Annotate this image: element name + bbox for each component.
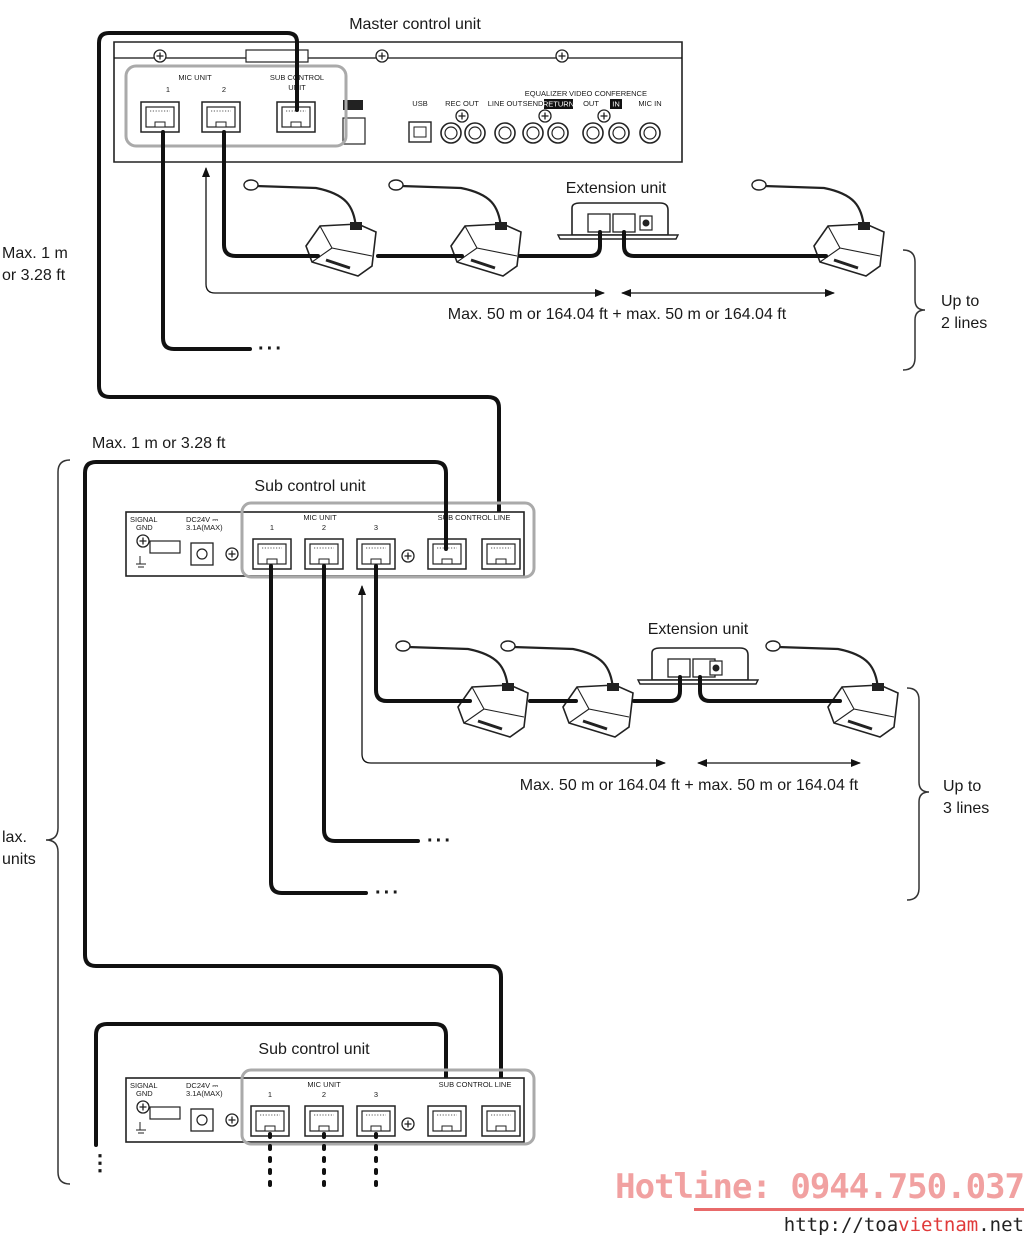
max-1m-label-a: Max. 1 m [2,245,68,262]
hotline-phone: Hotline: 0944.750.037 [615,1167,1025,1207]
mic-cable-3-3 [632,675,682,703]
url-part-1: http://toa [783,1214,899,1236]
continuation-dots-3: ··· [375,882,401,904]
extension-unit-2 [636,647,760,685]
mic-cable-3 [374,564,472,703]
up-to-3-label: Up to [943,778,981,795]
mic-cable-5 [269,564,368,895]
mic-in-label: MIC IN [638,99,661,108]
mic-unit-2-port [201,101,241,133]
distance-arrow-2a [358,585,666,767]
mic-cable-1-4 [622,230,828,258]
distance-label-2: Max. 50 m or 164.04 ft + max. 50 m or 16… [520,777,859,794]
vc-out-label: OUT [583,99,599,108]
sub2-port-2-label: 2 [322,1090,326,1099]
master-unit-label: Master control unit [349,16,481,33]
up-to-3-label-2: 3 lines [943,800,989,817]
brace-2-lines [902,249,926,371]
master-control-unit: MIC UNIT 1 2 SUB CONTROL UNIT USB REC OU… [113,41,683,163]
amp-label-2: 3.1A(MAX) [186,1089,223,1098]
rec-out-label: REC OUT [445,99,479,108]
distance-arrow-1a [202,167,605,297]
continuation-dots-2: ··· [427,830,453,852]
dc-label-2: DC24V ⎓ [186,1081,219,1090]
microphone-1c [750,178,886,278]
microphone-1a [242,178,378,278]
sub-control-unit-1: SIGNAL GND DC24V ⎓ 3.1A(MAX) MIC UNIT 1 … [125,501,536,579]
brace-3-lines [906,687,930,901]
sub2-mic-unit-label: MIC UNIT [307,1080,341,1089]
signal-label: SIGNAL [130,515,158,524]
continuation-dots-4: ⋮ [89,1150,113,1175]
extension-unit-1-label: Extension unit [566,180,667,197]
hotline-divider [694,1208,1024,1211]
url-part-2: vietnam [898,1214,979,1236]
mic-cable-3-4 [698,675,842,703]
sub2-control-line-label: SUB CONTROL LINE [439,1080,512,1089]
mic-unit-label: MIC UNIT [178,73,212,82]
port-1-label: 1 [166,85,170,94]
sub-port-3-label: 3 [374,523,378,532]
extension-unit-2-label: Extension unit [648,621,749,638]
line-out-label: LINE OUT [488,99,523,108]
sub-port-1-label: 1 [270,523,274,532]
up-to-2-label: Up to [941,293,979,310]
return-label: RETURN [543,100,574,109]
video-conference-label: VIDEO CONFERENCE [569,89,647,98]
continuation-dots-1: ··· [258,338,284,360]
sub-port-2-label: 2 [322,523,326,532]
extension-unit-1 [556,202,680,240]
sub-control-cable-2 [83,460,503,1116]
port-2-label: 2 [222,85,226,94]
gnd-label: GND [136,523,153,532]
distance-label-1: Max. 50 m or 164.04 ft + max. 50 m or 16… [448,306,787,323]
sub-control-unit-2: SIGNAL GND DC24V ⎓ 3.1A(MAX) MIC UNIT 1 … [125,1068,536,1146]
send-label: SEND [523,99,544,108]
dc-label: DC24V ⎓ [186,515,219,524]
brace-max-units [45,459,71,1185]
sub-unit-1-label: Sub control unit [254,478,366,495]
max-units-label-2: units [2,851,36,868]
website-url[interactable]: http://toavietnam.net [615,1214,1024,1236]
max-1m-label-b: Max. 1 m or 3.28 ft [92,435,226,452]
sub-control-line-label: SUB CONTROL LINE [438,513,511,522]
vc-in-label: IN [612,100,620,109]
microphone-1b [387,178,523,278]
equalizer-label: EQUALIZER [525,89,568,98]
microphone-2c [764,639,900,739]
signal-label-2: SIGNAL [130,1081,158,1090]
mic-unit-1-port [140,101,180,133]
url-part-3: .net [978,1214,1024,1236]
mic-cable-2 [161,130,252,351]
gnd-label-2: GND [136,1089,153,1098]
max-units-label: lax. [2,829,27,846]
sub-unit-2-label: Sub control unit [258,1041,370,1058]
microphone-2a [394,639,530,739]
amp-label: 3.1A(MAX) [186,523,223,532]
sub-control-cable-1 [97,31,501,551]
sub-mic-unit-label: MIC UNIT [303,513,337,522]
sub-control-cable-3 [94,1022,448,1147]
master-port-highlight [124,64,348,148]
hotline-watermark: Hotline: 0944.750.037 http://toavietnam.… [615,1167,1025,1236]
up-to-2-label-2: 2 lines [941,315,987,332]
mic-cable-4 [322,564,420,843]
sub2-port-3-label: 3 [374,1090,378,1099]
usb-label: USB [412,99,427,108]
max-1m-label-a-2: or 3.28 ft [2,267,66,284]
sub2-port-1-label: 1 [268,1090,272,1099]
